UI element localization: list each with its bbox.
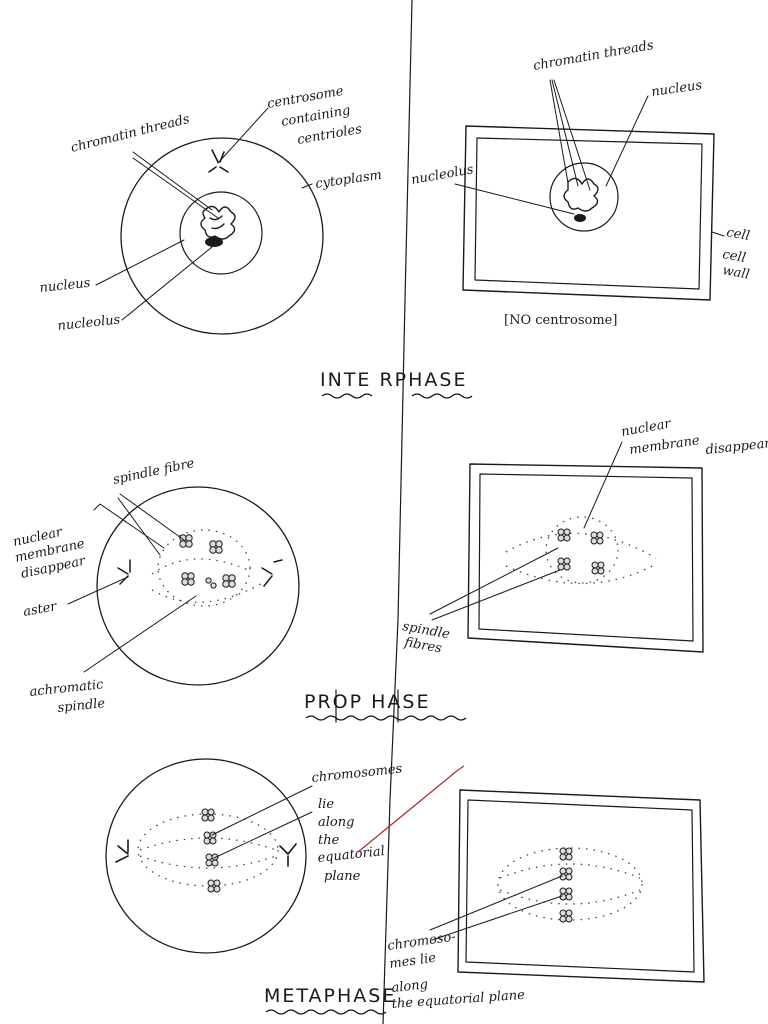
metaphase-plant-label-line1: chromoso-	[386, 930, 456, 954]
centriole-mark	[208, 149, 229, 173]
heading-underline	[305, 715, 467, 721]
pointer	[211, 785, 313, 836]
cell-membrane	[96, 486, 300, 686]
chromatin-label: chromatin threads	[69, 112, 191, 156]
chromatin-threads	[563, 177, 599, 212]
pointer	[83, 595, 197, 673]
spindle-fibres	[139, 837, 277, 869]
metaphase-animal-cell: chromosomes lie along the equatorial pla…	[105, 758, 465, 954]
heading-ticks	[335, 689, 399, 723]
nucleolus-label: nucleolus	[57, 312, 121, 334]
stage-heading-metaphase: METAPHASE	[264, 985, 396, 1007]
metaphase-label-line2: lie	[318, 797, 334, 812]
interphase-plant-cell: chromatin threads nucleus nucleolus cell…	[410, 38, 751, 328]
nucleus-label: nucleus	[39, 276, 92, 296]
cell-membrane	[120, 137, 324, 335]
pointer	[217, 107, 269, 164]
cell-wall-label-line3: wall	[721, 263, 750, 282]
pointer	[583, 441, 623, 529]
pointer	[431, 895, 563, 941]
cell-wall-outer	[462, 125, 715, 301]
pointer	[132, 157, 219, 219]
metaphase-label-line1: chromosomes	[311, 762, 403, 786]
disappearing-nuclear-membrane	[545, 516, 619, 584]
disappearing-nuclear-membrane	[157, 529, 251, 607]
pointer	[132, 151, 213, 211]
chromosomes	[201, 808, 221, 893]
metaphase-label-line4: the	[318, 833, 340, 848]
pointer	[301, 183, 313, 189]
metaphase-label-line3: along	[318, 815, 354, 830]
prophase-plant-cell: nuclear membrane disappear spindle fibre…	[401, 416, 768, 656]
pointer	[551, 79, 579, 187]
stage-heading-interphase: INTE RPHASE	[320, 369, 467, 391]
aster-label: aster	[22, 599, 58, 620]
pointer	[429, 875, 563, 931]
pointer	[95, 239, 185, 286]
spindle-outline	[497, 847, 643, 921]
metaphase-plant-label-line2: mes lie	[388, 951, 437, 972]
cytoplasm-label: cytoplasm	[314, 168, 382, 192]
metaphase-plant-label-line3: along	[391, 977, 429, 996]
metaphase-label-line5: equatorial	[317, 844, 386, 866]
nucleus-circle	[179, 191, 263, 275]
nuclear-membrane-label-line3: disappear	[705, 436, 768, 458]
nucleus-label: nucleus	[650, 78, 703, 100]
cell-wall-outer	[457, 789, 705, 983]
stage-heading-prophase: PROP HASE	[304, 691, 430, 713]
page-divider-line	[382, 0, 413, 1024]
pointer	[213, 811, 313, 859]
pointer	[93, 503, 165, 549]
nucleolus-mark	[205, 237, 223, 247]
spindle-fibre-label: spindle fibre	[112, 456, 196, 488]
aster-marks	[117, 559, 283, 587]
spindle-fibres	[505, 532, 657, 585]
heading-underline	[321, 393, 473, 399]
chromatin-label: chromatin threads	[532, 38, 655, 74]
nuclear-membrane-label-line1: nuclear	[620, 416, 672, 440]
cell-wall-inner	[478, 473, 694, 642]
pointer	[553, 79, 591, 191]
nucleolus-mark	[574, 214, 586, 222]
chromosomes	[557, 528, 605, 575]
aster-marks	[115, 839, 297, 867]
interphase-animal-cell: chromatin threads centrosome containing …	[39, 84, 383, 335]
pointer	[711, 231, 725, 237]
pointer	[431, 569, 561, 621]
cell-wall-inner	[465, 799, 695, 973]
heading-underline	[265, 1009, 387, 1015]
metaphase-plant-cell: chromoso- mes lie along the equatorial p…	[386, 789, 705, 1012]
chromatin-threads	[200, 205, 236, 240]
nucleus-circle	[549, 162, 619, 232]
spindle-fibres-label-line2: fibres	[402, 635, 443, 657]
cell-wall-label-line1: cell	[725, 225, 751, 244]
pointer	[605, 95, 649, 187]
metaphase-label-line6: plane	[324, 869, 361, 884]
no-centrosome-note: [NO centrosome]	[504, 313, 617, 328]
pointer	[121, 246, 213, 321]
pointer	[549, 79, 569, 184]
pointer	[454, 183, 575, 215]
chromosomes	[179, 534, 236, 589]
pointer	[119, 493, 185, 541]
achromatic-spindle-label-line2: spindle	[57, 696, 106, 716]
red-pointer	[357, 765, 465, 853]
cell-wall-label-line2: cell	[721, 247, 747, 266]
pointer	[429, 547, 559, 615]
cell-membrane	[105, 758, 307, 954]
pointer	[67, 576, 129, 605]
cell-wall-inner	[474, 137, 703, 290]
chromosomes	[559, 847, 573, 923]
cell-wall-outer	[467, 463, 704, 653]
prophase-animal-cell: spindle fibre nuclear membrane disappear…	[12, 456, 300, 716]
pointer	[117, 497, 161, 556]
spindle-outline	[137, 813, 279, 887]
